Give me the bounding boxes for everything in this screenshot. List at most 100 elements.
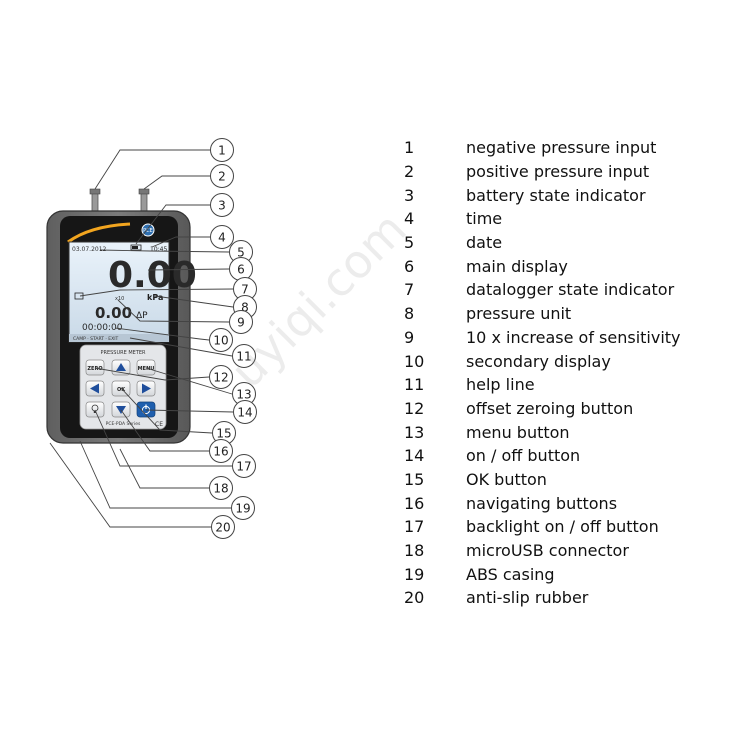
legend-label: ABS casing: [466, 564, 555, 584]
legend-label: menu button: [466, 422, 570, 442]
callout-number: 15: [216, 427, 231, 441]
legend-label: main display: [466, 256, 568, 276]
legend-label: microUSB connector: [466, 541, 629, 561]
legend-number: 4: [404, 209, 415, 229]
legend-label: backlight on / off button: [466, 517, 659, 537]
legend-number: 5: [404, 233, 415, 253]
legend-number: 2: [404, 162, 415, 182]
lcd-time: 10:45: [150, 246, 167, 253]
callout-18: 18: [209, 476, 233, 500]
legend-label: pressure unit: [466, 304, 572, 324]
right-button[interactable]: [136, 380, 156, 397]
legend-label: help line: [466, 375, 535, 395]
callout-7: 7: [233, 277, 257, 301]
lcd-screen: 03.07.2012 10:45 0.00 x10 kPa 0.00 ΔP 00…: [68, 241, 197, 343]
callout-14: 14: [233, 400, 257, 424]
callout-number: 3: [218, 199, 226, 213]
callout-2: 2: [210, 164, 234, 188]
callout-number: 6: [237, 263, 245, 277]
callout-17: 17: [232, 454, 256, 478]
callout-19: 19: [231, 496, 255, 520]
legend-number: 19: [404, 564, 425, 584]
callout-number: 9: [237, 316, 245, 330]
callout-number: 18: [213, 482, 228, 496]
down-button[interactable]: [111, 401, 131, 418]
secondary-display: 0.00: [95, 304, 132, 322]
callout-1: 1: [210, 138, 234, 162]
backlight-button[interactable]: [85, 401, 105, 418]
svg-text:OK: OK: [117, 387, 126, 393]
legend-label: secondary display: [466, 351, 611, 371]
callout-9: 9: [229, 310, 253, 334]
callout-number: 4: [218, 231, 226, 245]
legend-row: 18 microUSB connector: [398, 539, 728, 563]
power-button[interactable]: [136, 401, 156, 418]
legend-label: negative pressure input: [466, 138, 657, 158]
legend-number: 6: [404, 256, 415, 276]
legend-label: navigating buttons: [466, 493, 618, 513]
brand-logo: PCE: [143, 228, 153, 234]
callout-number: 8: [241, 301, 249, 315]
legend-row: 6 main display: [398, 254, 728, 278]
arrow-left-icon: [90, 383, 99, 394]
x10-indicator: x10: [115, 296, 124, 302]
callout-3: 3: [210, 193, 234, 217]
zero-button[interactable]: ZERO: [85, 359, 105, 376]
legend-number: 8: [404, 304, 415, 324]
arrow-up-icon: [116, 363, 126, 371]
callout-number: 17: [236, 460, 251, 474]
menu-button[interactable]: MENU: [136, 359, 156, 376]
keypad: PRESSURE METER ZERO MENU OK: [79, 344, 167, 430]
legend-number: 3: [404, 185, 415, 205]
callout-number: 13: [236, 388, 251, 402]
legend-row: 14 on / off button: [398, 444, 728, 468]
legend-label: date: [466, 233, 503, 253]
legend-label: positive pressure input: [466, 162, 650, 182]
callout-15: 15: [212, 421, 236, 445]
legend-row: 4 time: [398, 207, 728, 231]
legend-number: 15: [404, 469, 425, 489]
left-button[interactable]: [85, 380, 105, 397]
legend-label: time: [466, 209, 503, 229]
leader-lines: [49, 149, 234, 528]
lcd-date: 03.07.2012: [72, 246, 107, 253]
callout-number: 2: [218, 170, 226, 184]
callout-6: 6: [229, 257, 253, 281]
legend-number: 10: [404, 351, 425, 371]
callout-number: 20: [215, 521, 230, 535]
legend-number: 18: [404, 541, 425, 561]
callout-number: 11: [236, 350, 251, 364]
legend-number: 16: [404, 493, 425, 513]
secondary-symbol: ΔP: [136, 311, 148, 321]
pressure-unit: kPa: [147, 293, 163, 302]
callout-12: 12: [209, 365, 233, 389]
legend-number: 14: [404, 446, 425, 466]
callout-number: 1: [218, 144, 226, 158]
callout-number: 10: [213, 334, 228, 348]
legend-row: 8 pressure unit: [398, 302, 728, 326]
callout-number: 12: [213, 371, 228, 385]
legend-number: 12: [404, 398, 425, 418]
callout-11: 11: [232, 344, 256, 368]
legend-row: 16 navigating buttons: [398, 491, 728, 515]
legend-number: 9: [404, 327, 415, 347]
help-line: CAMP · START · EXIT: [73, 336, 119, 342]
legend-label: datalogger state indicator: [466, 280, 675, 300]
secondary-time: 00:00:00: [82, 323, 123, 333]
pressure-nozzles: [89, 188, 150, 214]
svg-text:ZERO: ZERO: [87, 366, 102, 372]
legend-label: on / off button: [466, 446, 581, 466]
svg-text:MENU: MENU: [138, 366, 155, 372]
legend-row: 5 date: [398, 231, 728, 255]
legend-row: 19 ABS casing: [398, 562, 728, 586]
callout-10: 10: [209, 328, 233, 352]
